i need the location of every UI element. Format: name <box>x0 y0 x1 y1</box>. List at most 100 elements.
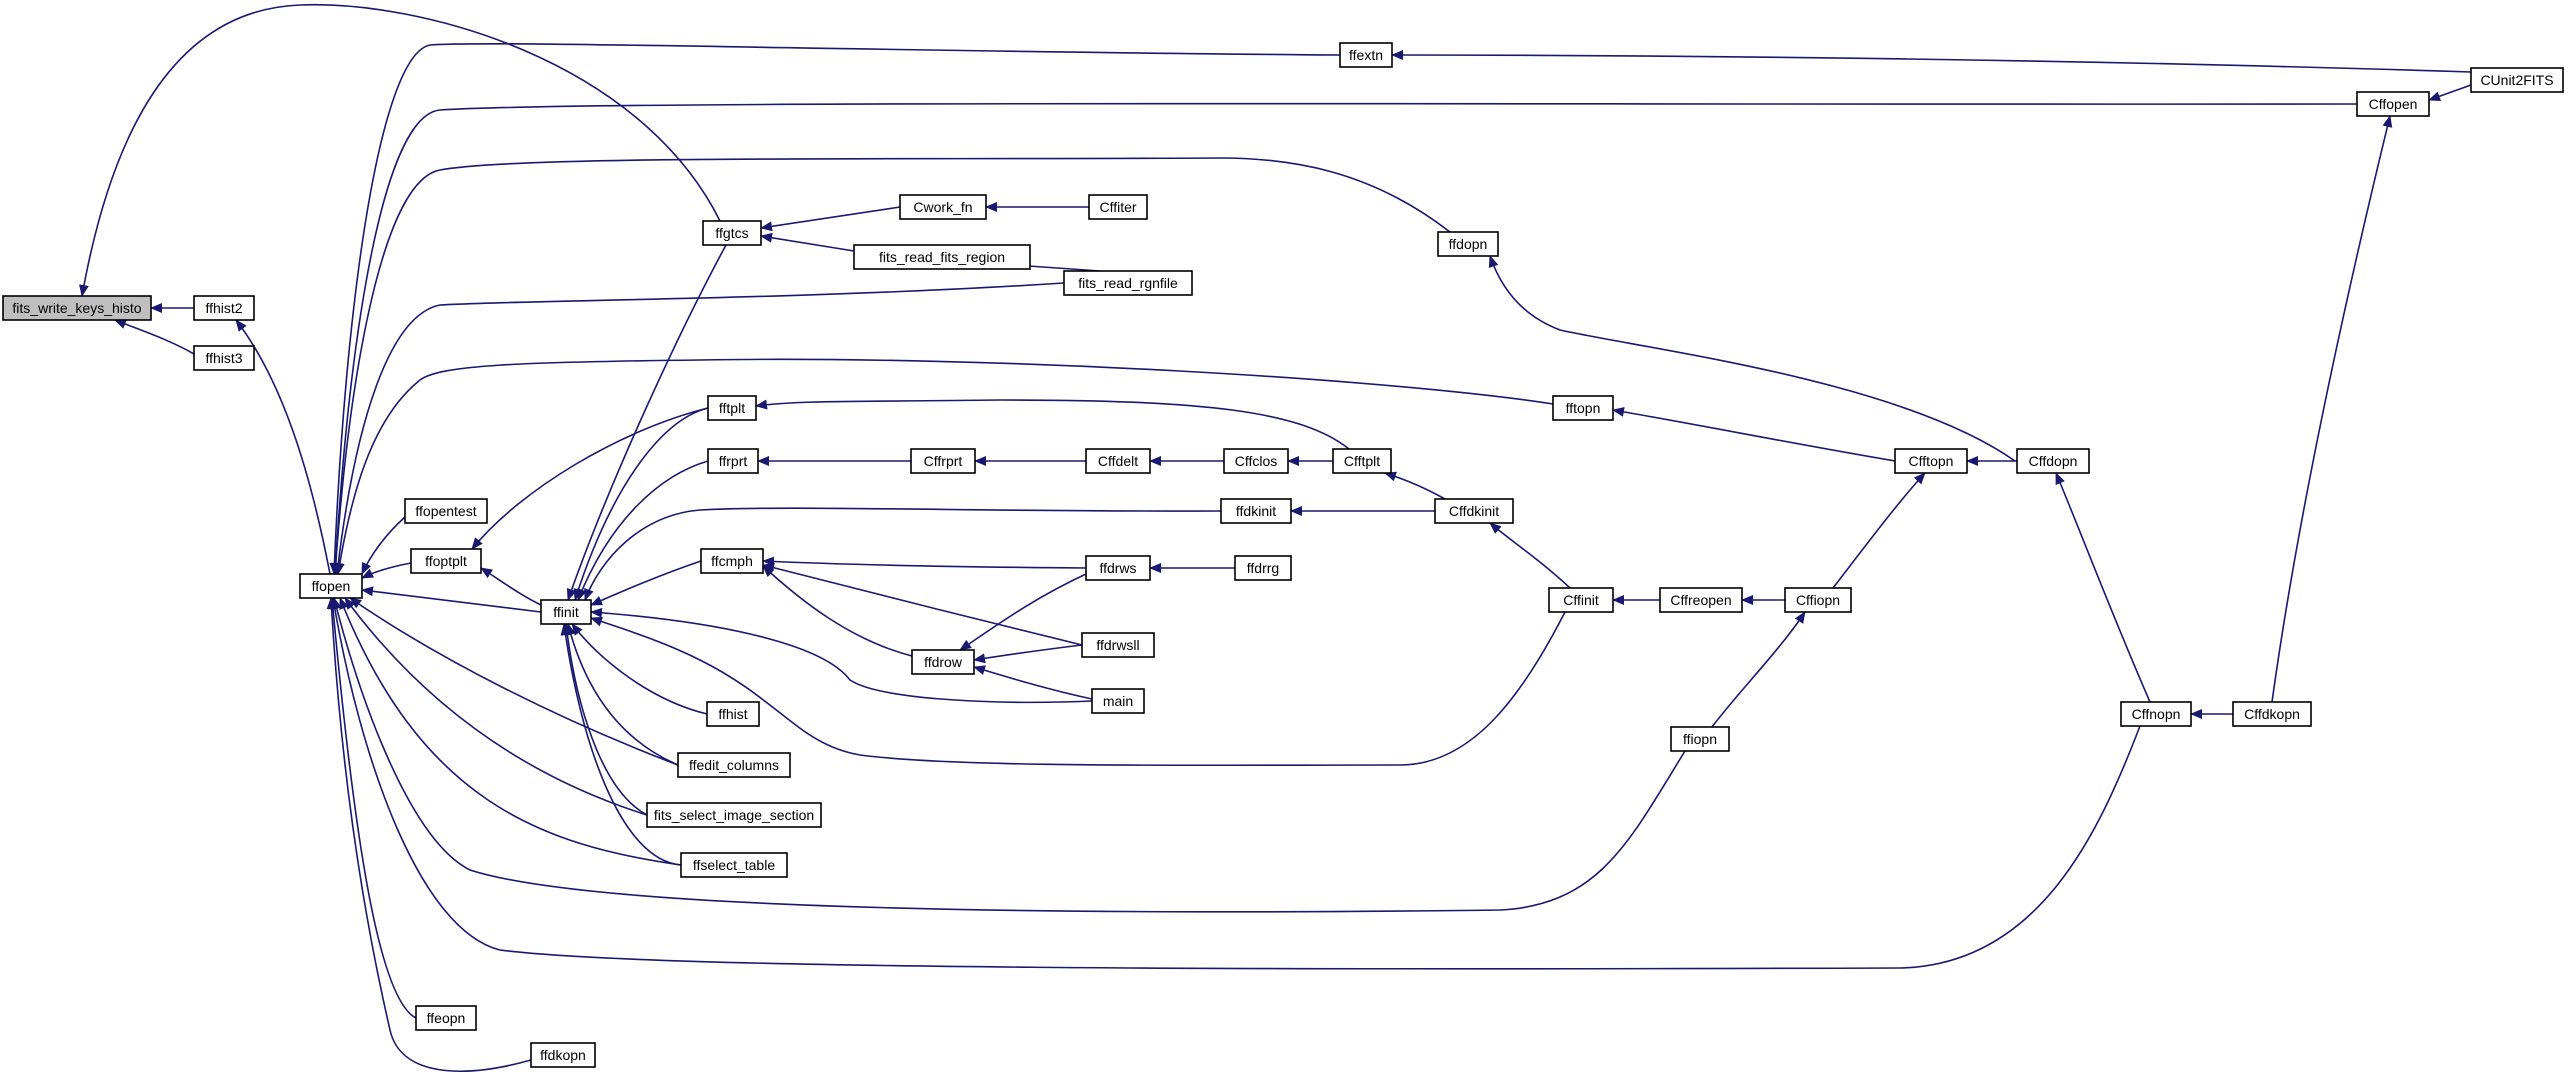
node-Cffinit[interactable]: Cffinit <box>1548 587 1614 613</box>
node-Cffiter[interactable]: Cffiter <box>1088 194 1148 220</box>
node-box <box>700 548 764 574</box>
node-Cffreopen[interactable]: Cffreopen <box>1659 587 1743 613</box>
edge-Cffnopn-to-ffopen <box>329 597 2141 970</box>
node-ffcmph[interactable]: ffcmph <box>700 548 764 574</box>
edge-ffgtcs-to-ffinit <box>566 244 727 601</box>
node-label: ffrprt <box>719 453 748 469</box>
edge-fits_select_image_section-to-ffopen <box>344 597 648 816</box>
node-label: ffdopn <box>1449 236 1488 252</box>
node-Cffdelt[interactable]: Cffdelt <box>1085 448 1151 474</box>
node-box <box>193 345 255 371</box>
node-box <box>299 573 363 599</box>
node-box <box>1784 587 1852 613</box>
edge-ffdkinit-to-ffinit <box>584 507 1222 601</box>
edge-ffdrws-to-ffcmph <box>762 556 1087 569</box>
edge-Cffdkopn-to-Cffopen <box>2271 115 2393 703</box>
edge-ffhist3-to-fits_write_keys_histo <box>114 319 195 355</box>
node-label: ffdrws <box>1099 560 1136 576</box>
node-box <box>1434 498 1514 524</box>
node-Cwork_fn[interactable]: Cwork_fn <box>899 194 987 220</box>
edge-ffoptplt-to-ffopen <box>361 562 412 579</box>
node-label: ffcmph <box>711 553 753 569</box>
edge-Cffopen-to-ffopen <box>330 102 2358 575</box>
node-box <box>1894 448 1968 474</box>
node-ffdkopn[interactable]: ffdkopn <box>530 1042 596 1068</box>
node-ffdrrg[interactable]: ffdrrg <box>1234 555 1292 581</box>
edge-CUnit2FITS-to-ffextn <box>1391 50 2472 73</box>
node-ffdrow[interactable]: ffdrow <box>911 649 975 675</box>
node-Cffopen[interactable]: Cffopen <box>2356 91 2430 117</box>
edge-ffselect_table-to-ffopen <box>339 597 682 866</box>
node-label: Cffdkinit <box>1449 503 1499 519</box>
node-label: ffextn <box>1349 47 1383 63</box>
node-ffdkinit[interactable]: ffdkinit <box>1220 498 1292 524</box>
node-box <box>853 244 1031 270</box>
node-Cffnopn[interactable]: Cffnopn <box>2120 701 2192 727</box>
node-ffselect_table[interactable]: ffselect_table <box>680 852 788 878</box>
node-box <box>2 295 152 321</box>
node-ffeopn[interactable]: ffeopn <box>415 1005 477 1031</box>
node-box <box>707 448 759 474</box>
node-Cffdopn[interactable]: Cffdopn <box>2016 448 2090 474</box>
node-ffinit[interactable]: ffinit <box>540 599 592 625</box>
edge-Cfftplt-to-fftplt <box>755 399 1350 450</box>
node-box <box>707 395 757 421</box>
node-Cffdkinit[interactable]: Cffdkinit <box>1434 498 1514 524</box>
edge-ffselect_table-to-ffinit <box>560 623 682 866</box>
node-box <box>2356 91 2430 117</box>
node-ffopentest[interactable]: ffopentest <box>404 498 488 524</box>
edge-ffrprt-to-ffinit <box>577 460 709 601</box>
node-fftopn[interactable]: fftopn <box>1552 395 1614 421</box>
node-ffhist3[interactable]: ffhist3 <box>193 345 255 371</box>
node-ffhist[interactable]: ffhist <box>706 701 760 727</box>
node-box <box>1552 395 1614 421</box>
node-label: ffdkinit <box>1236 503 1276 519</box>
node-label: fftplt <box>719 400 745 416</box>
node-ffdopn[interactable]: ffdopn <box>1437 231 1499 257</box>
edge-fftplt-to-ffinit <box>573 407 709 601</box>
node-label: ffdrwsll <box>1096 637 1139 653</box>
edge-fits_read_fits_region-to-ffgtcs <box>760 232 855 252</box>
node-label: ffeopn <box>427 1010 466 1026</box>
node-box <box>2120 701 2192 727</box>
node-ffiopn[interactable]: ffiopn <box>1670 726 1730 752</box>
node-Cfftplt[interactable]: Cfftplt <box>1332 448 1392 474</box>
node-ffdrws[interactable]: ffdrws <box>1085 555 1151 581</box>
node-box <box>1437 231 1499 257</box>
node-fits_read_fits_region[interactable]: fits_read_fits_region <box>853 244 1031 270</box>
node-label: Cffiter <box>1099 199 1136 215</box>
node-label: fits_select_image_section <box>654 807 814 823</box>
node-label: Cffopen <box>2369 96 2418 112</box>
node-main[interactable]: main <box>1091 688 1145 714</box>
edge-ffedit_columns-to-ffopen <box>349 597 679 766</box>
node-fftplt[interactable]: fftplt <box>707 395 757 421</box>
node-ffoptplt[interactable]: ffoptplt <box>410 548 482 574</box>
node-label: ffhist <box>718 706 747 722</box>
node-fits_select_image_section[interactable]: fits_select_image_section <box>646 802 822 828</box>
node-Cffrprt[interactable]: Cffrprt <box>910 448 976 474</box>
node-label: Cffrprt <box>924 453 963 469</box>
edge-ffdrws-to-ffdrow <box>959 573 1087 651</box>
node-fits_read_rgnfile[interactable]: fits_read_rgnfile <box>1063 270 1193 296</box>
node-Cfftopn[interactable]: Cfftopn <box>1894 448 1968 474</box>
node-box <box>1081 632 1155 658</box>
edge-Cwork_fn-to-ffgtcs <box>760 206 901 232</box>
node-ffedit_columns[interactable]: ffedit_columns <box>677 752 791 778</box>
node-CUnit2FITS[interactable]: CUnit2FITS <box>2470 67 2564 93</box>
node-label: Cfftopn <box>1909 453 1954 469</box>
node-Cffclos[interactable]: Cffclos <box>1223 448 1289 474</box>
node-Cffdkopn[interactable]: Cffdkopn <box>2232 701 2312 727</box>
node-box <box>1091 688 1145 714</box>
node-ffrprt[interactable]: ffrprt <box>707 448 759 474</box>
node-ffhist2[interactable]: ffhist2 <box>193 295 255 321</box>
node-Cffiopn[interactable]: Cffiopn <box>1784 587 1852 613</box>
node-ffextn[interactable]: ffextn <box>1339 42 1393 68</box>
node-fits_write_keys_histo[interactable]: fits_write_keys_histo <box>2 295 152 321</box>
node-label: ffgtcs <box>715 225 748 241</box>
edge-fits_read_rgnfile-to-ffopen <box>333 282 1065 575</box>
node-ffopen[interactable]: ffopen <box>299 573 363 599</box>
node-ffgtcs[interactable]: ffgtcs <box>702 220 762 246</box>
node-label: Cffdopn <box>2029 453 2078 469</box>
node-ffdrwsll[interactable]: ffdrwsll <box>1081 632 1155 658</box>
node-box <box>702 220 762 246</box>
